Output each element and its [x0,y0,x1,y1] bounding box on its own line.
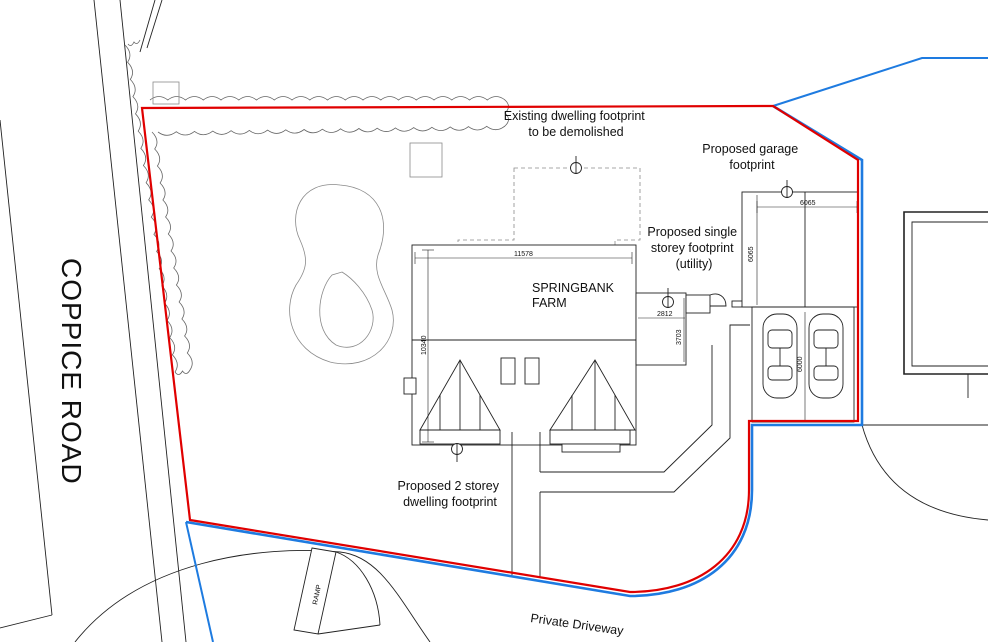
ramp [293,547,381,635]
proposed-garage-label: Proposed garage footprint [702,142,801,172]
outbuilding-outline [409,142,443,178]
proposed-utility-label: Proposed single storey footprint (utilit… [647,225,740,271]
car-icon [762,313,798,399]
site-boundary [140,104,860,594]
neighbour-arc [861,424,988,521]
turning-circle-arc [74,550,431,642]
farm-name-label: SPRINGBANK FARM [532,281,617,310]
road-name-label: COPPICE ROAD [56,258,87,485]
leader-markers [451,156,793,462]
utility-width-dimension: 2812 [657,311,673,318]
pool-inner-outline [319,271,374,348]
ownership-boundary [185,57,988,642]
neighbour-building [903,211,988,398]
existing-dwelling-label: Existing dwelling footprint to be demoli… [504,109,649,139]
shed-outline [152,81,180,105]
proposed-dwelling [403,244,637,453]
garage-depth-dimension-b: 6000 [797,356,804,372]
utility-depth-dimension: 3703 [676,329,683,345]
house-width-dimension: 11578 [514,251,533,258]
proposed-utility [635,292,755,366]
proposed-dwelling-label: Proposed 2 storey dwelling footprint [398,479,503,509]
ramp-label: RAMP [312,584,323,606]
house-depth-dimension: 10340 [421,335,428,355]
driveway-label: Private Driveway [530,611,626,638]
pool-outline [289,184,394,365]
proposed-garage [741,191,859,423]
coppice-road [0,0,187,642]
car-icon [808,313,844,399]
garage-width-dimension: 6065 [800,200,816,207]
house-dimensions [414,249,633,443]
garage-depth-dimension-a: 6065 [748,246,755,262]
paths [511,324,750,578]
